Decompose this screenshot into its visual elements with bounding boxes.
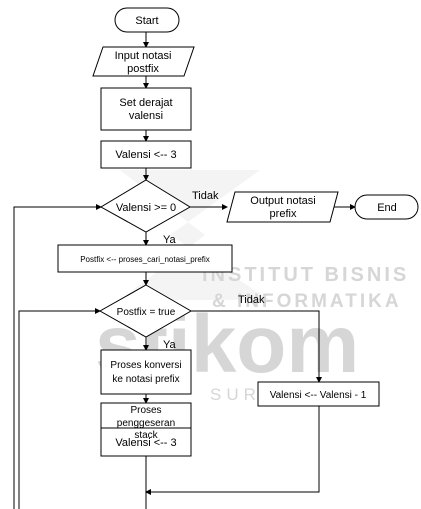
edge-loop-back-outer xyxy=(13,204,102,509)
label-geser-2: penggeseran xyxy=(117,418,175,429)
label-decision2: Postfix = true xyxy=(117,307,176,318)
label-start: Start xyxy=(135,15,158,27)
label-konversi-1: Proses konversi xyxy=(110,360,181,371)
label-konversi-2: ke notasi prefix xyxy=(112,374,179,385)
node-valensi-reset xyxy=(100,427,192,457)
label-input-2: postfix xyxy=(127,63,159,75)
node-decision2 xyxy=(98,284,192,338)
edge-label-d1-no: Tidak xyxy=(192,190,219,202)
node-start xyxy=(114,7,180,33)
label-geser-1: Proses xyxy=(130,405,161,416)
edge-decision2-no xyxy=(191,310,322,383)
node-valensi-init xyxy=(100,140,192,169)
label-output-2: prefix xyxy=(270,208,297,220)
edge-label-d2-yes: Ya xyxy=(163,339,177,351)
edges xyxy=(13,32,356,509)
label-valensi-reset: Valensi <-- 3 xyxy=(115,437,176,449)
node-postfix-assign xyxy=(57,244,233,273)
node-labels: Start Input notasi postfix Set derajat v… xyxy=(80,15,397,449)
label-postfix-assign: Postfix <-- proses_cari_notasi_prefix xyxy=(80,255,210,264)
edge-label-d1-yes: Ya xyxy=(163,234,177,246)
edge-label-d2-no: Tidak xyxy=(238,294,265,306)
label-valensi-init: Valensi <-- 3 xyxy=(115,149,176,161)
label-set-2: valensi xyxy=(129,110,163,122)
watermark-line1: INSTITUT BISNIS xyxy=(202,264,409,286)
node-set-derajat xyxy=(100,87,192,131)
node-decision1 xyxy=(100,179,191,233)
label-valensi-decrement: Valensi <-- Valensi - 1 xyxy=(270,390,367,401)
label-geser-3: stack xyxy=(134,430,158,441)
label-decision1: Valensi >= 0 xyxy=(116,202,176,214)
label-end: End xyxy=(377,202,397,214)
watermark-line2: & INFORMATIKA xyxy=(212,291,402,312)
label-output-1: Output notasi xyxy=(250,195,315,207)
node-valensi-decrement xyxy=(257,381,380,407)
label-input-1: Input notasi xyxy=(115,50,172,62)
edge-labels: Tidak Ya Tidak Ya xyxy=(163,190,265,351)
node-output xyxy=(226,191,339,223)
nodes xyxy=(57,7,419,457)
label-set-1: Set derajat xyxy=(119,97,172,109)
edge-decrement-merge xyxy=(145,406,320,495)
node-konversi xyxy=(100,349,192,395)
node-end xyxy=(354,194,419,220)
node-input xyxy=(92,46,195,77)
edge-loop-back-inner xyxy=(18,308,101,509)
watermark-s-shape xyxy=(120,170,270,300)
